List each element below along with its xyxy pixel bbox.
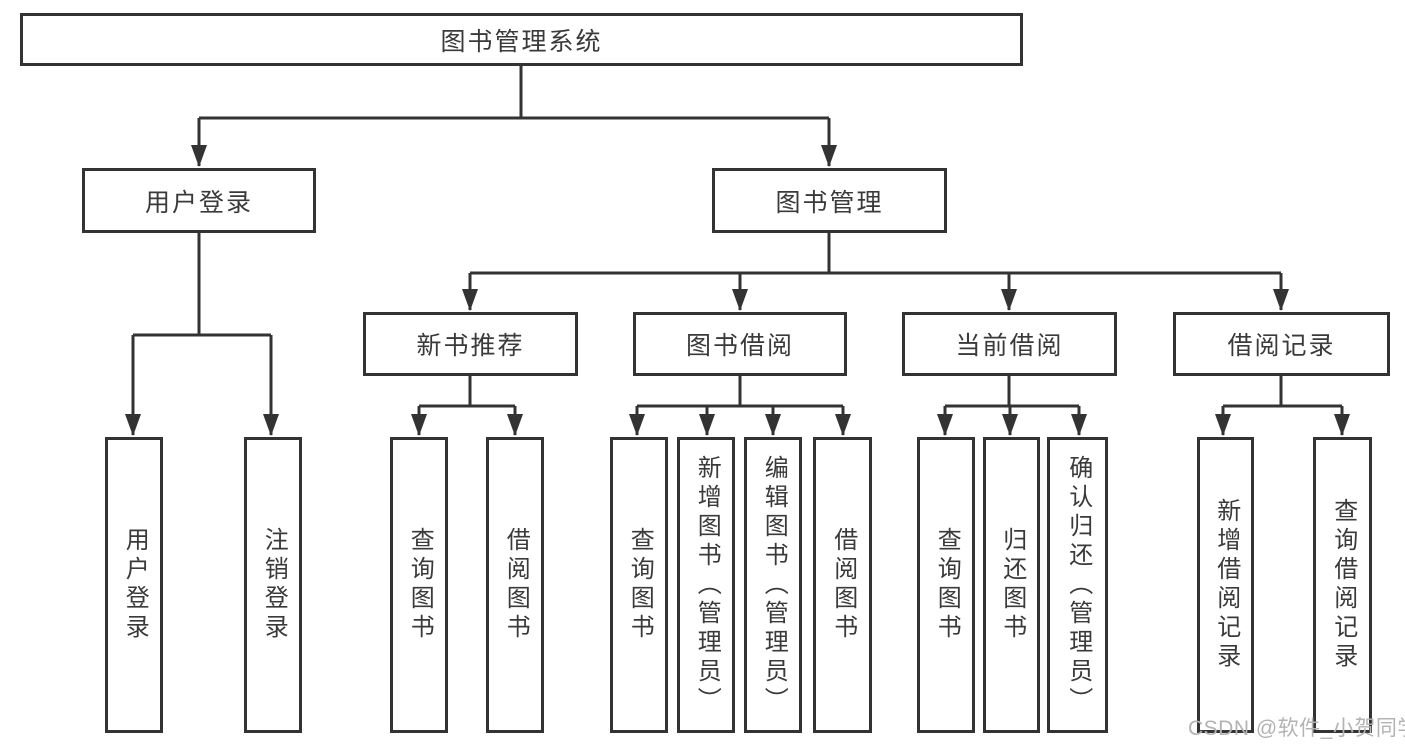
node-new-book-recommendation-label: 新书推荐 <box>416 332 525 360</box>
leaf-current-query-books: 查询图书 <box>917 437 975 733</box>
node-root: 图书管理系统 <box>20 13 1023 66</box>
leaf-user-login: 用户登录 <box>105 437 163 733</box>
leaf-current-query-books-label: 查询图书 <box>933 527 961 643</box>
watermark: CSDN @软件_小贺同学 <box>1188 717 1405 740</box>
leaf-current-return-books-label: 归还图书 <box>998 527 1026 643</box>
node-book-management-label: 图书管理 <box>775 188 884 217</box>
node-current-borrowing: 当前借阅 <box>902 312 1117 376</box>
leaf-records-query-record: 查询借阅记录 <box>1313 437 1372 733</box>
leaf-borrowing-add-books: 新增图书（管理员） <box>677 437 735 733</box>
leaf-current-return-books: 归还图书 <box>983 437 1040 733</box>
node-root-label: 图书管理系统 <box>440 27 603 56</box>
node-borrowing-records-label: 借阅记录 <box>1227 332 1336 360</box>
leaf-borrowing-query-books: 查询图书 <box>610 437 668 733</box>
leaf-newrec-query-books: 查询图书 <box>390 437 448 733</box>
leaf-newrec-borrow-books: 借阅图书 <box>486 437 544 733</box>
leaf-borrowing-borrow-books-label: 借阅图书 <box>829 527 857 643</box>
leaf-newrec-borrow-books-label: 借阅图书 <box>502 527 530 643</box>
leaf-borrowing-edit-books-label: 编辑图书（管理员） <box>760 454 788 716</box>
leaf-newrec-query-books-label: 查询图书 <box>406 527 434 643</box>
leaf-logout-label: 注销登录 <box>260 527 288 643</box>
leaf-borrowing-query-books-label: 查询图书 <box>626 527 654 643</box>
node-user-login-label: 用户登录 <box>144 188 253 217</box>
node-user-login: 用户登录 <box>82 168 316 233</box>
leaf-borrowing-borrow-books: 借阅图书 <box>813 437 872 733</box>
node-book-borrowing-label: 图书借阅 <box>685 332 794 360</box>
node-borrowing-records: 借阅记录 <box>1173 312 1390 376</box>
leaf-user-login-label: 用户登录 <box>121 527 149 643</box>
leaf-records-query-record-label: 查询借阅记录 <box>1329 498 1357 672</box>
node-current-borrowing-label: 当前借阅 <box>955 332 1064 360</box>
node-book-management: 图书管理 <box>712 168 947 233</box>
node-book-borrowing: 图书借阅 <box>633 312 847 376</box>
leaf-borrowing-add-books-label: 新增图书（管理员） <box>693 454 721 716</box>
node-new-book-recommendation: 新书推荐 <box>363 312 578 376</box>
leaf-records-add-record: 新增借阅记录 <box>1197 437 1254 733</box>
leaf-current-confirm-return: 确认归还（管理员） <box>1047 437 1108 733</box>
leaf-borrowing-edit-books: 编辑图书（管理员） <box>744 437 802 733</box>
leaf-records-add-record-label: 新增借阅记录 <box>1212 498 1240 672</box>
leaf-current-confirm-return-label: 确认归还（管理员） <box>1064 454 1092 716</box>
leaf-logout: 注销登录 <box>244 437 302 733</box>
